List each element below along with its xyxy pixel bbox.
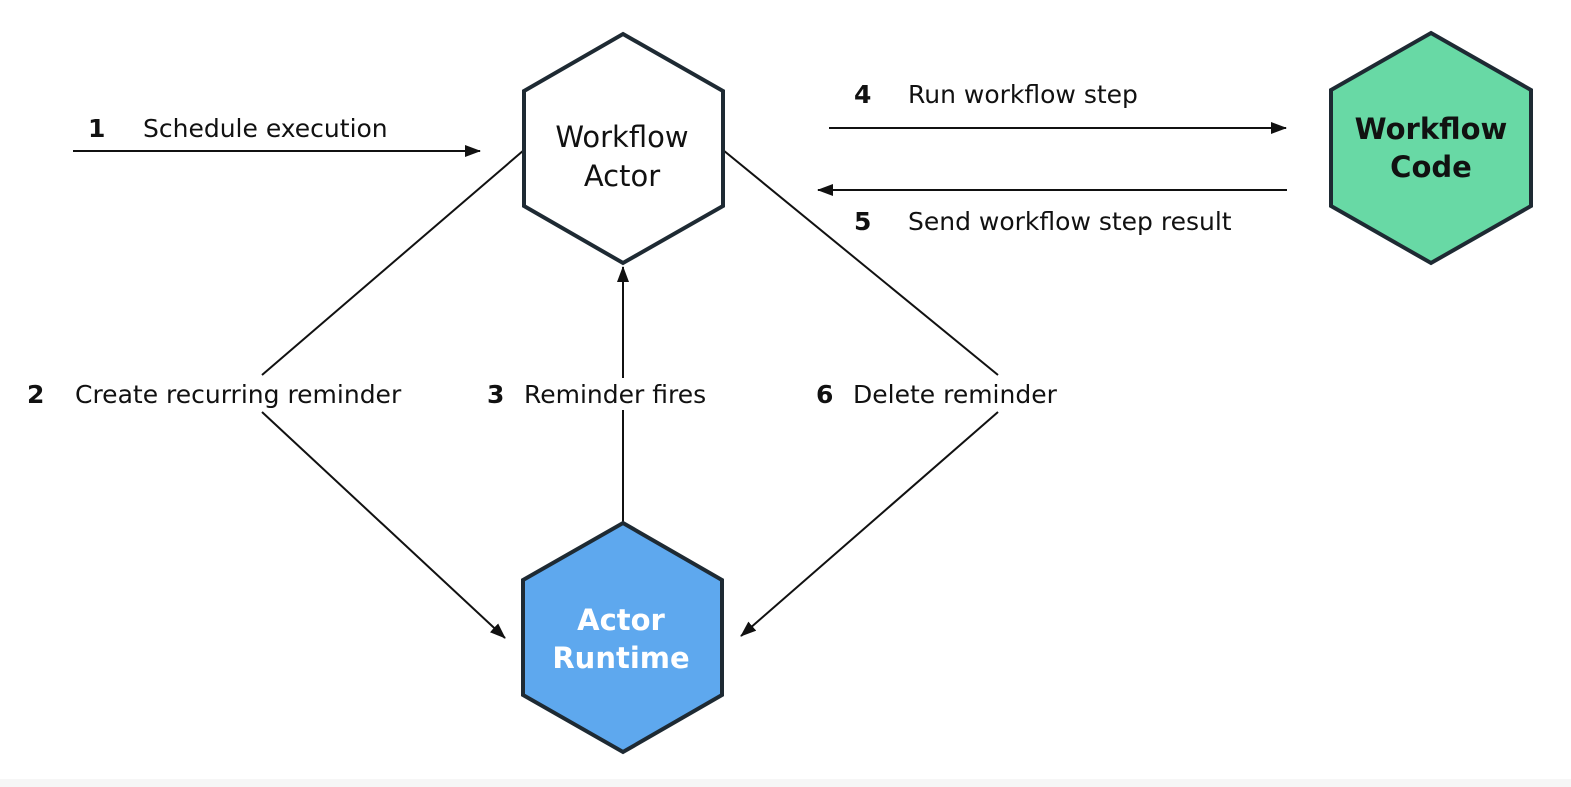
step-3-label: Reminder fires bbox=[524, 380, 706, 409]
workflow-actor-label-line1: Workflow bbox=[555, 120, 688, 154]
step-2-number: 2 bbox=[27, 380, 44, 409]
step-6: 6 Delete reminder bbox=[816, 380, 1058, 409]
step-3-number: 3 bbox=[487, 380, 504, 409]
step-3: 3 Reminder fires bbox=[487, 380, 706, 409]
actor-runtime-label-line1: Actor bbox=[577, 603, 665, 637]
step-4-label: Run workflow step bbox=[908, 80, 1138, 109]
edge-create-reminder-upper bbox=[261, 149, 525, 376]
step-1-label: Schedule execution bbox=[143, 114, 388, 143]
workflow-actor-label-line2: Actor bbox=[584, 159, 660, 193]
edge-delete-reminder-upper bbox=[722, 149, 999, 376]
step-6-number: 6 bbox=[816, 380, 833, 409]
workflow-code-label-line2: Code bbox=[1390, 150, 1472, 184]
node-actor-runtime: Actor Runtime bbox=[521, 520, 724, 755]
actor-runtime-label-line2: Runtime bbox=[552, 641, 689, 675]
step-1: 1 Schedule execution bbox=[88, 114, 388, 143]
step-4: 4 Run workflow step bbox=[854, 80, 1138, 109]
step-2: 2 Create recurring reminder bbox=[27, 380, 402, 409]
bottom-strip bbox=[0, 779, 1571, 787]
workflow-code-hexagon bbox=[1329, 30, 1533, 266]
edge-delete-reminder-lower bbox=[740, 411, 999, 637]
node-workflow-actor: Workflow Actor bbox=[522, 31, 725, 266]
step-4-number: 4 bbox=[854, 80, 871, 109]
step-5: 5 Send workflow step result bbox=[854, 207, 1232, 236]
workflow-actor-hexagon bbox=[522, 31, 725, 266]
step-2-label: Create recurring reminder bbox=[75, 380, 402, 409]
actor-runtime-hexagon bbox=[521, 520, 724, 755]
node-workflow-code: Workflow Code bbox=[1329, 30, 1533, 266]
step-5-number: 5 bbox=[854, 207, 871, 236]
step-6-label: Delete reminder bbox=[853, 380, 1058, 409]
workflow-code-label-line1: Workflow bbox=[1355, 112, 1508, 146]
edge-create-reminder-lower bbox=[261, 411, 506, 639]
step-1-number: 1 bbox=[88, 114, 105, 143]
step-5-label: Send workflow step result bbox=[908, 207, 1232, 236]
